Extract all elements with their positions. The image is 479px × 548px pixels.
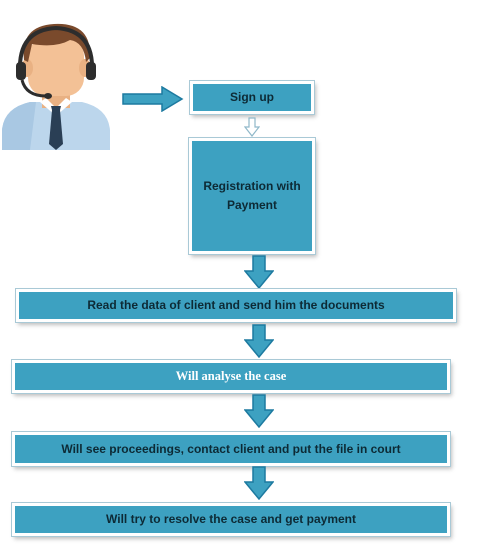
step-label: Will analyse the case bbox=[175, 368, 287, 383]
down-arrow-icon bbox=[244, 394, 274, 428]
step-sign-up: Sign up bbox=[190, 81, 314, 114]
down-arrow-icon bbox=[244, 466, 274, 500]
step-registration-with-payment: Registration with Payment bbox=[189, 138, 315, 254]
step-proceedings-contact-court: Will see proceedings, contact client and… bbox=[12, 432, 450, 466]
step-read-data-send-documents: Read the data of client and send him the… bbox=[16, 289, 456, 322]
step-label: Will try to resolve the case and get pay… bbox=[106, 512, 356, 527]
step-label: Sign up bbox=[230, 90, 274, 105]
right-arrow-icon bbox=[122, 86, 184, 112]
call-center-agent-icon bbox=[0, 18, 112, 150]
step-label: Registration with Payment bbox=[203, 179, 301, 212]
step-label: Will see proceedings, contact client and… bbox=[61, 441, 401, 456]
down-arrow-icon bbox=[244, 324, 274, 358]
step-analyse-case: Will analyse the case bbox=[12, 360, 450, 393]
step-resolve-case-get-payment: Will try to resolve the case and get pay… bbox=[12, 503, 450, 536]
down-arrow-icon bbox=[244, 255, 274, 289]
step-label: Read the data of client and send him the… bbox=[87, 298, 385, 313]
down-arrow-icon bbox=[244, 117, 260, 137]
